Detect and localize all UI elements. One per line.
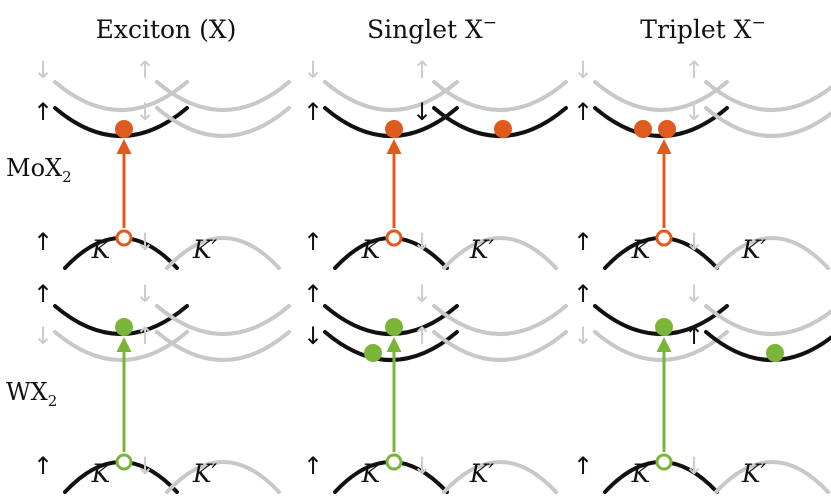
valley-label-kprime: K′ [469,235,495,264]
spin-arrow-kprime-lower: ↑ [412,322,432,350]
conduction-band-kprime-lower [155,330,291,362]
spin-arrow-kprime-valence: ↓ [684,452,704,480]
spin-arrow-k-valence: ↑ [33,228,53,256]
hole [655,453,673,471]
spin-arrow-k-lower: ↑ [573,98,593,126]
spin-arrow-k-upper: ↓ [573,56,593,84]
hole [385,453,403,471]
electron [364,344,382,362]
conduction-band-kprime-upper [155,80,291,112]
valley-label-k: K [361,459,382,488]
valley-label-k: K [361,235,382,264]
valence-band-kprime [714,460,830,494]
spin-arrow-k-valence: ↑ [33,452,53,480]
valley-label-kprime: K′ [469,459,495,488]
conduction-band-k-upper [53,80,189,112]
spin-arrow-k-valence: ↑ [303,228,323,256]
electron [115,120,133,138]
valence-band-kprime [442,236,558,270]
spin-arrow-kprime-upper: ↓ [412,280,432,308]
spin-arrow-kprime-upper: ↓ [135,280,155,308]
spin-arrow-k-lower: ↓ [573,322,593,350]
valley-label-kprime: K′ [192,235,218,264]
valley-label-kprime: K′ [741,235,767,264]
electron [494,120,512,138]
valley-label-k: K [91,459,112,488]
electron [766,344,784,362]
spin-arrow-k-upper: ↑ [573,280,593,308]
spin-arrow-kprime-upper: ↑ [684,56,704,84]
spin-arrow-k-lower: ↑ [33,98,53,126]
spin-arrow-k-upper: ↓ [33,56,53,84]
conduction-band-kprime-lower [432,330,568,362]
hole [385,229,403,247]
spin-arrow-kprime-lower: ↓ [412,98,432,126]
hole [655,229,673,247]
valence-band-kprime [165,236,281,270]
conduction-band-kprime-upper [704,304,831,336]
conduction-band-kprime-upper [155,304,291,336]
conduction-band-k-lower [593,330,729,362]
electron [634,120,652,138]
electron [385,120,403,138]
spin-arrow-k-valence: ↑ [573,452,593,480]
valley-label-k: K [631,235,652,264]
conduction-band-k-lower [323,330,459,362]
spin-arrow-kprime-lower: ↑ [135,322,155,350]
spin-arrow-kprime-valence: ↓ [412,228,432,256]
valley-label-k: K [631,459,652,488]
hole [115,229,133,247]
column-title-triplet-trion: Triplet X− [640,13,765,44]
spin-arrow-k-valence: ↑ [573,228,593,256]
hole [115,453,133,471]
conduction-band-k-upper [593,80,729,112]
conduction-band-kprime-upper [432,304,568,336]
valence-band-kprime [714,236,830,270]
panel-grid: ↓ ↑ ↑ K ↑ ↓ ↓ K′ ↓ ↑ ↑ K ↑ ↓ ↓ K′ ↓ ↑ ↑ K ↑ ↓ ↓ K′ ↑ ↓ ↑ K ↓ ↑ ↓ K′ ↑ ↓ ↑ K… [33,56,831,494]
spin-arrow-kprime-valence: ↓ [135,452,155,480]
spin-arrow-k-lower: ↓ [303,322,323,350]
spin-arrow-k-upper: ↓ [303,56,323,84]
conduction-band-k-upper [323,80,459,112]
electron [658,120,676,138]
spin-arrow-k-upper: ↑ [33,280,53,308]
spin-arrow-kprime-upper: ↑ [135,56,155,84]
spin-arrow-kprime-valence: ↓ [684,228,704,256]
electron [655,318,673,336]
valley-label-kprime: K′ [192,459,218,488]
valley-label-k: K [91,235,112,264]
spin-arrow-kprime-upper: ↑ [412,56,432,84]
conduction-band-k-lower [53,330,189,362]
electron [385,318,403,336]
spin-arrow-k-lower: ↓ [33,322,53,350]
spin-arrow-kprime-valence: ↓ [135,228,155,256]
spin-arrow-kprime-upper: ↓ [684,280,704,308]
conduction-band-kprime-lower [155,106,291,138]
conduction-band-kprime-upper [704,80,831,112]
spin-arrow-k-valence: ↑ [303,452,323,480]
spin-arrow-kprime-valence: ↓ [412,452,432,480]
valence-band-kprime [442,460,558,494]
column-title-singlet-trion: Singlet X− [367,13,497,44]
valence-band-kprime [165,460,281,494]
conduction-band-k-lower [593,106,729,138]
valley-label-kprime: K′ [741,459,767,488]
electron [115,318,133,336]
row-label-wx2: WX2 [6,378,57,410]
conduction-band-kprime-lower [704,106,831,138]
spin-arrow-kprime-lower: ↓ [135,98,155,126]
spin-arrow-k-lower: ↑ [303,98,323,126]
conduction-band-kprime-upper [432,80,568,112]
spin-arrow-kprime-lower: ↑ [684,322,704,350]
row-label-mox2: MoX2 [6,154,72,186]
spin-arrow-k-upper: ↑ [303,280,323,308]
spin-arrow-kprime-lower: ↓ [684,98,704,126]
column-title-exciton: Exciton (X) [96,15,237,44]
